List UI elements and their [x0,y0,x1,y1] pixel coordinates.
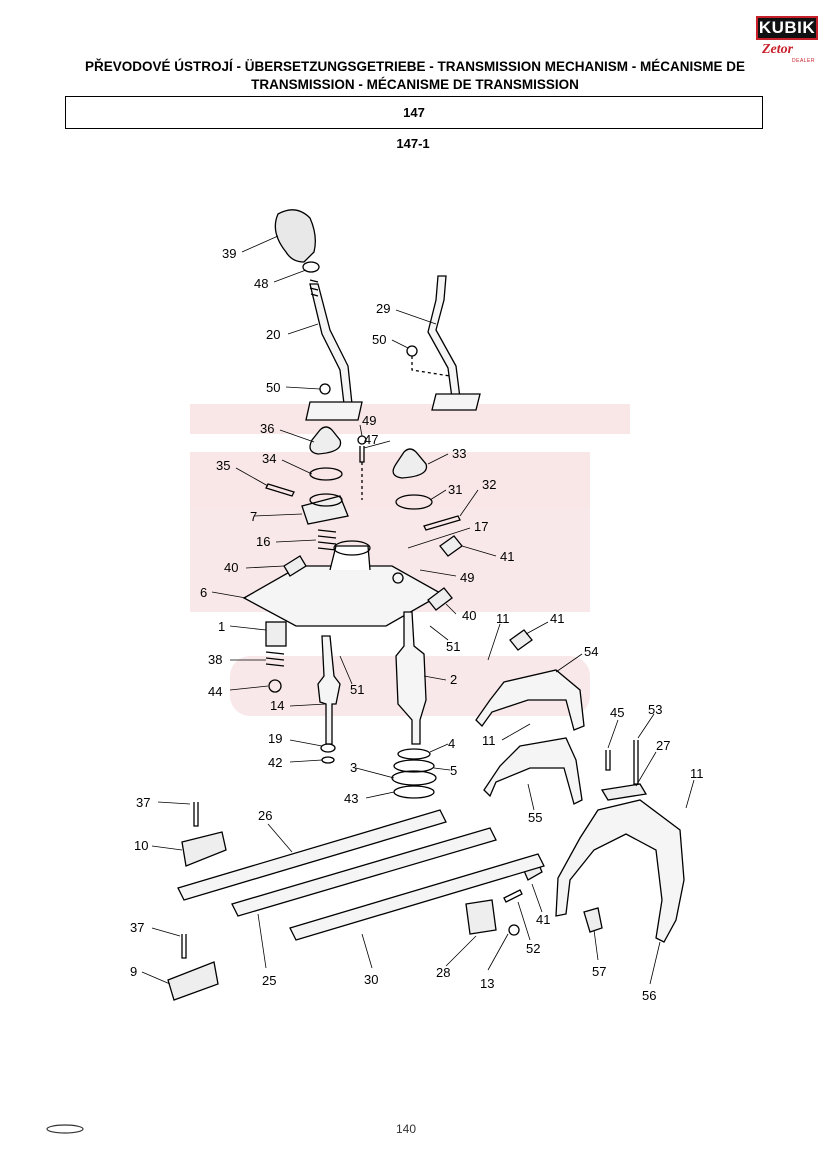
callout-6: 6 [200,585,207,600]
parts-drawing [167,209,685,1001]
callout-49b: 49 [460,570,474,585]
kubik-zetor-logo: KUBIK Zetor DEALER [756,16,818,64]
callout-38: 38 [208,652,222,667]
callout-28: 28 [436,965,450,980]
callout-26: 26 [258,808,272,823]
callout-43: 43 [344,791,358,806]
footer-zetor-mark-icon [46,1124,84,1134]
callout-20: 20 [266,327,280,342]
callout-51: 51 [446,639,460,654]
callout-57: 57 [592,964,606,979]
callout-31: 31 [448,482,462,497]
callout-47: 47 [364,432,378,447]
callout-54: 54 [584,644,598,659]
callout-49: 49 [362,413,376,428]
callout-10: 10 [134,838,148,853]
callout-labels: 39 48 20 29 50 50 36 49 47 33 34 35 31 3… [130,246,704,1003]
callout-52: 52 [526,941,540,956]
callout-11: 11 [496,611,510,626]
logo-sub: Zetor [762,42,794,57]
callout-53: 53 [648,702,662,717]
callout-55: 55 [528,810,542,825]
callout-3: 3 [350,760,357,775]
section-number-box: 147 [65,96,763,129]
callout-35: 35 [216,458,230,473]
callout-51b: 51 [350,682,364,697]
callout-37: 37 [136,795,150,810]
callout-45: 45 [610,705,624,720]
callout-11c: 11 [690,766,704,781]
callout-32: 32 [482,477,496,492]
callout-5: 5 [450,763,457,778]
callout-9: 9 [130,964,137,979]
callout-40b: 40 [462,608,476,623]
callout-14: 14 [270,698,284,713]
callout-48: 48 [254,276,268,291]
callout-19: 19 [268,731,282,746]
callout-33: 33 [452,446,466,461]
callout-56: 56 [642,988,656,1003]
callout-36: 36 [260,421,274,436]
callout-4: 4 [448,736,455,751]
callout-41: 41 [500,549,514,564]
callout-41b: 41 [550,611,564,626]
callout-37b: 37 [130,920,144,935]
leader-lines [141,235,695,985]
callout-39: 39 [222,246,236,261]
callout-41c: 41 [536,912,550,927]
logo-brand: KUBIK [756,16,818,40]
page-title: PŘEVODOVÉ ÚSTROJÍ - ÜBERSETZUNGSGETRIEBE… [84,59,746,92]
callout-13: 13 [480,976,494,991]
page-number: 140 [396,1122,417,1136]
figure-number: 147-1 [396,136,430,151]
callout-17: 17 [474,519,488,534]
callout-34: 34 [262,451,276,466]
callout-11b: 11 [482,733,496,748]
callout-16: 16 [256,534,270,549]
callout-40: 40 [224,560,238,575]
callout-1: 1 [218,619,225,634]
callout-42: 42 [268,755,282,770]
callout-30: 30 [364,972,378,987]
callout-50: 50 [372,332,386,347]
callout-2: 2 [450,672,457,687]
logo-tag: DEALER [792,58,816,64]
callout-25: 25 [262,973,276,988]
callout-50b: 50 [266,380,280,395]
callout-7: 7 [250,509,257,524]
callout-27: 27 [656,738,670,753]
callout-44: 44 [208,684,222,699]
callout-29: 29 [376,301,390,316]
